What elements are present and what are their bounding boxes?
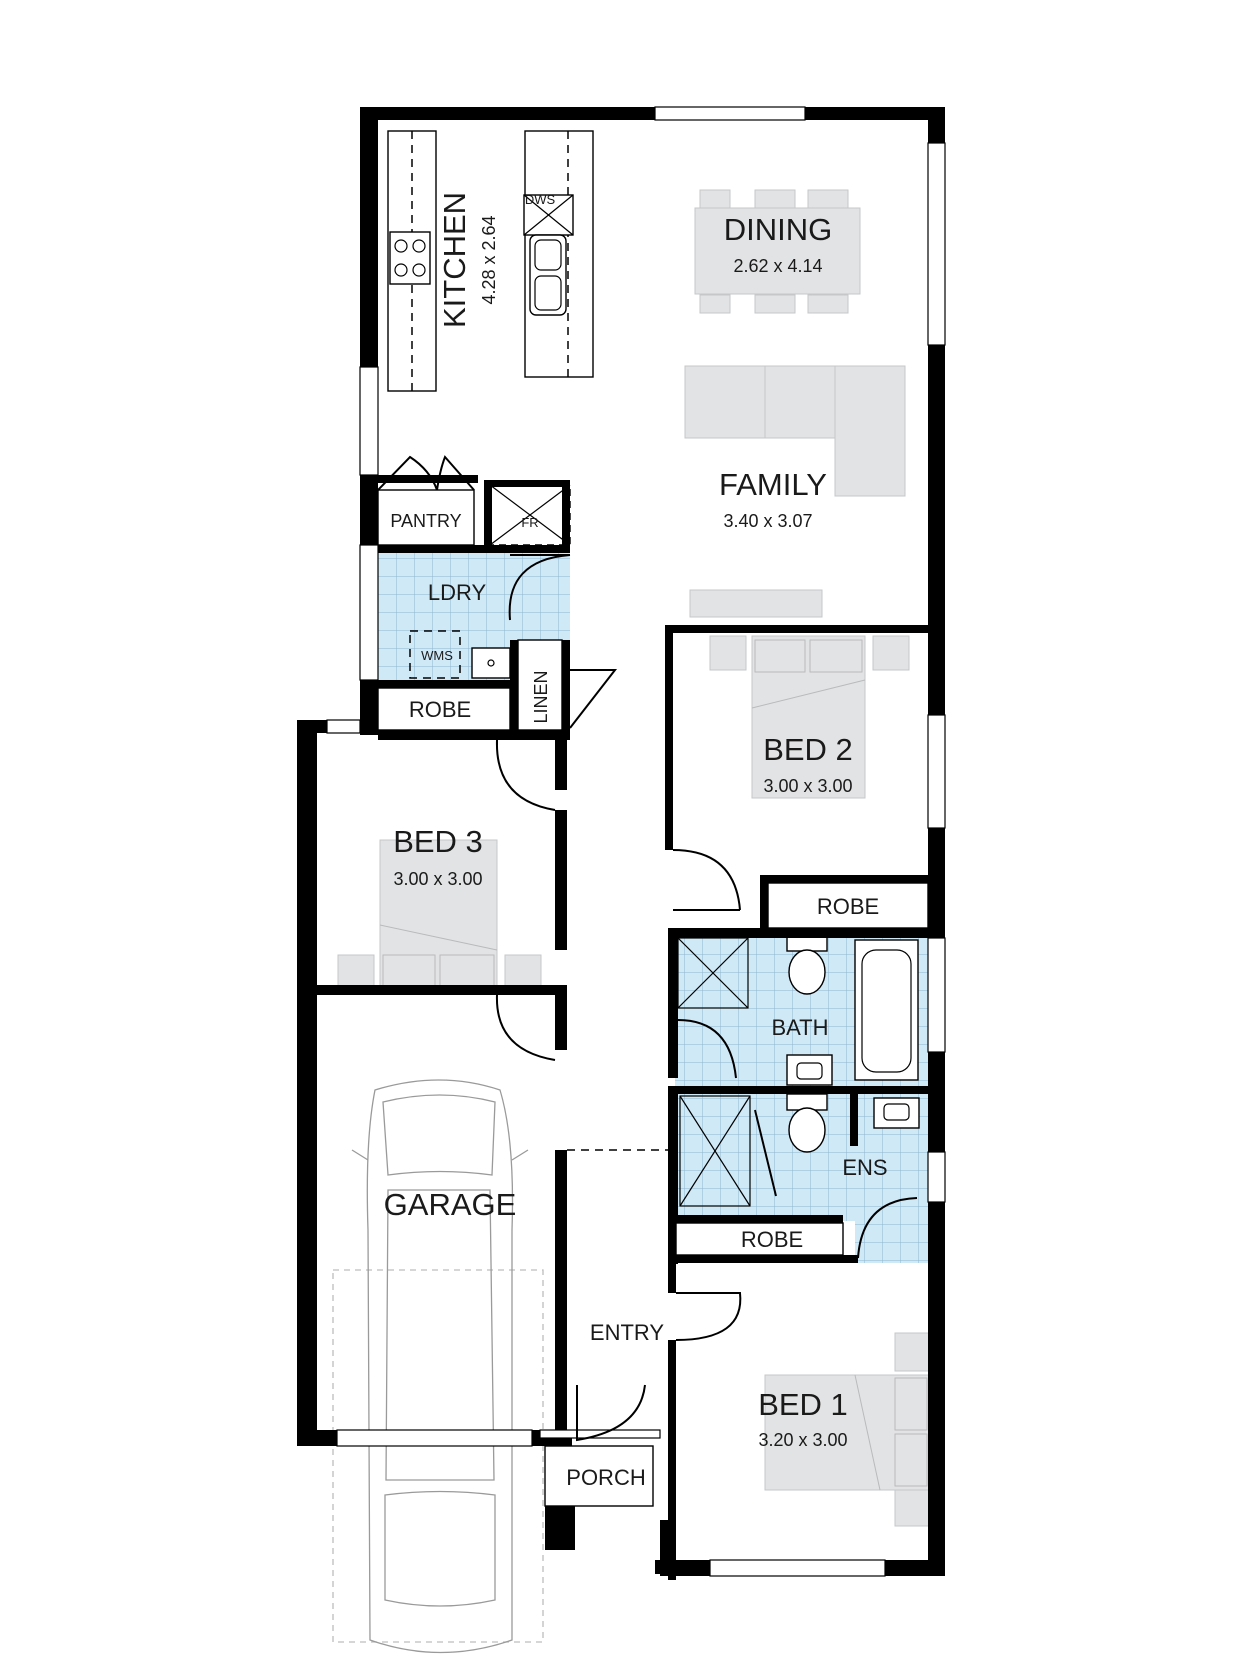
dining-table — [694, 189, 861, 314]
pantry-label: PANTRY — [390, 511, 461, 531]
toilet-bath-icon — [786, 934, 828, 995]
bed3-label: BED 3 — [393, 824, 483, 859]
entry-label: ENTRY — [590, 1320, 664, 1345]
vanity-bath-icon — [786, 1054, 833, 1086]
ensuite-label: ENS — [842, 1155, 887, 1180]
shower-ensuite-icon — [679, 1095, 777, 1207]
laundry-label: LDRY — [428, 580, 487, 605]
bed3-bed — [337, 839, 542, 993]
bath-label: BATH — [771, 1015, 828, 1040]
bed2-label: BED 2 — [763, 732, 853, 767]
fridge-label: FR — [521, 515, 538, 530]
car-outline — [332, 1079, 544, 1654]
family-dims: 3.40 x 3.07 — [723, 511, 812, 531]
robe-laundry-label: ROBE — [409, 697, 471, 722]
family-label: FAMILY — [719, 467, 827, 502]
windows — [326, 106, 946, 1577]
labels: KITCHEN 4.28 x 2.64 DWS DINING 2.62 x 4.… — [384, 192, 888, 1490]
ensuite-floor-lower — [855, 1221, 930, 1263]
garage-label: GARAGE — [384, 1187, 517, 1222]
porch-label: PORCH — [566, 1465, 645, 1490]
cooktop-icon — [389, 231, 431, 285]
linen-box — [517, 639, 563, 731]
toilet-ensuite-icon — [786, 1093, 828, 1153]
bed2-dims: 3.00 x 3.00 — [763, 776, 852, 796]
bed3-dims: 3.00 x 3.00 — [393, 869, 482, 889]
laundry-tub — [471, 647, 511, 679]
kitchen-label: KITCHEN — [437, 192, 472, 328]
bed1-dims: 3.20 x 3.00 — [758, 1430, 847, 1450]
bed1-label: BED 1 — [758, 1387, 848, 1422]
tv-unit — [689, 589, 823, 618]
bed2-bed — [709, 635, 910, 799]
robe-bed2-label: ROBE — [817, 894, 879, 919]
sofa — [684, 365, 906, 497]
doors — [495, 554, 918, 1442]
kitchen-dims: 4.28 x 2.64 — [479, 215, 499, 304]
dishwasher-label: DWS — [525, 192, 556, 207]
washing-machine-label: WMS — [421, 648, 453, 663]
vanity-ensuite-icon — [873, 1097, 920, 1129]
sink-icon — [529, 234, 567, 316]
bed1-bed — [764, 1332, 932, 1527]
robe-bed2-box — [767, 882, 929, 929]
pantry-doors-icon — [377, 455, 475, 491]
robe-laundry-box — [377, 687, 511, 731]
porch-box — [544, 1445, 654, 1507]
robe-bed1-label: ROBE — [741, 1227, 803, 1252]
linen-label: LINEN — [531, 670, 551, 723]
robe-bed1-box — [675, 1222, 844, 1256]
dining-label: DINING — [724, 212, 833, 247]
bathtub-icon — [854, 939, 919, 1081]
porch-post — [545, 1506, 575, 1536]
washing-machine-box — [409, 630, 461, 679]
walls — [297, 107, 945, 1580]
dining-dims: 2.62 x 4.14 — [733, 256, 822, 276]
